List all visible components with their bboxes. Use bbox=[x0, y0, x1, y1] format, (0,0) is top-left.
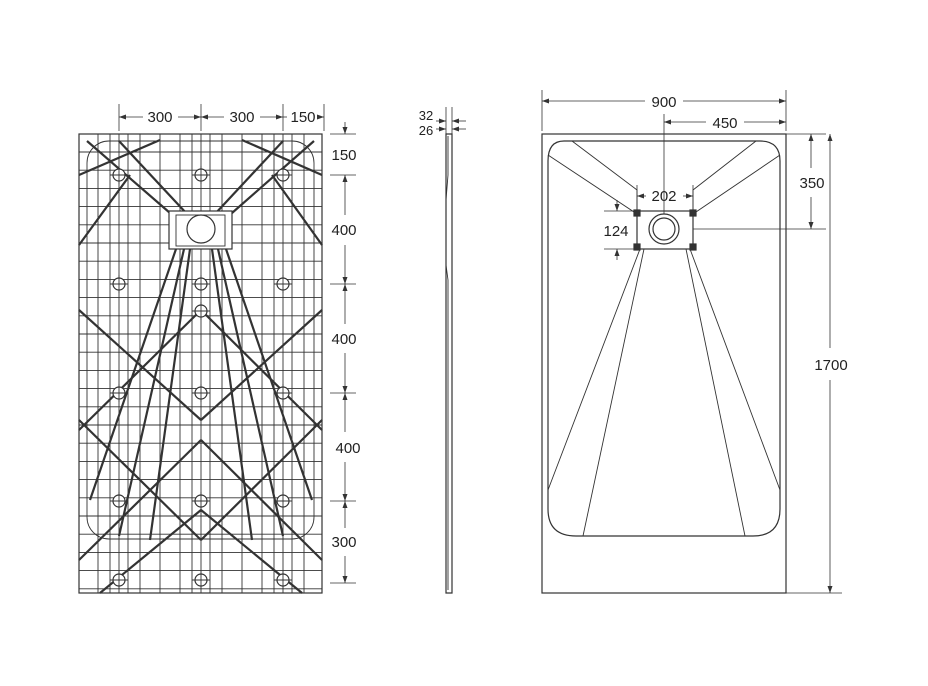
support-foot-icon bbox=[110, 492, 128, 510]
dim-side-thickness-32: 32 bbox=[419, 108, 433, 123]
support-foot-icon bbox=[274, 384, 292, 402]
dim-top-overall-length: 1700 bbox=[814, 357, 847, 374]
rib-diagonal bbox=[271, 174, 323, 246]
rib-diagonal bbox=[148, 248, 192, 541]
dim-bottom-v-1: 150 bbox=[331, 147, 356, 164]
dim-bottom-v-2: 400 bbox=[331, 222, 356, 239]
support-foot-icon bbox=[110, 571, 128, 589]
top-view-slope-right-top bbox=[692, 140, 781, 215]
support-foot-icon bbox=[110, 384, 128, 402]
support-foot-icon bbox=[110, 166, 128, 184]
top-view-basin bbox=[547, 140, 781, 537]
bottom-view: 300 300 150 150 400 400 400 300 bbox=[78, 104, 361, 594]
rib-diagonal bbox=[88, 248, 178, 501]
rib-diagonal bbox=[200, 419, 323, 541]
dim-bottom-h-2: 300 bbox=[229, 109, 254, 126]
dim-bottom-v-3: 400 bbox=[331, 331, 356, 348]
top-view-slope-left-top bbox=[547, 140, 638, 215]
bottom-view-outline bbox=[78, 133, 323, 594]
rib-diagonal bbox=[216, 248, 285, 537]
bottom-view-diagonal-ribs bbox=[78, 138, 323, 594]
bottom-view-feet bbox=[110, 166, 292, 589]
rib-diagonal bbox=[78, 309, 202, 431]
rib-diagonal bbox=[241, 138, 323, 177]
support-foot-icon bbox=[274, 166, 292, 184]
dim-top-overall-width: 900 bbox=[651, 94, 676, 111]
rib-diagonal bbox=[78, 439, 202, 561]
rib-diagonal bbox=[200, 309, 323, 431]
top-view-drain-inner bbox=[652, 217, 676, 241]
dim-top-drain-offset: 350 bbox=[799, 175, 824, 192]
rib-diagonal bbox=[200, 439, 323, 561]
support-foot-icon bbox=[192, 384, 210, 402]
support-foot-icon bbox=[192, 492, 210, 510]
top-view-drain-corner-br bbox=[689, 243, 697, 251]
top-view: 900 450 202 124 350 1700 bbox=[541, 90, 848, 594]
top-view-drain-corner-bl bbox=[633, 243, 641, 251]
dim-top-drain-width: 202 bbox=[651, 188, 676, 205]
support-foot-icon bbox=[274, 571, 292, 589]
side-view-profile bbox=[445, 133, 453, 594]
bottom-view-vertical-dimensions: 150 400 400 400 300 bbox=[330, 122, 361, 584]
rib-diagonal bbox=[224, 248, 314, 501]
dim-bottom-v-4: 400 bbox=[335, 440, 360, 457]
support-foot-icon bbox=[110, 275, 128, 293]
support-foot-icon bbox=[274, 492, 292, 510]
top-view-slope-right-bottom bbox=[685, 248, 781, 537]
rib-diagonal bbox=[200, 309, 323, 421]
dim-bottom-h-3: 150 bbox=[290, 109, 315, 126]
dim-side-thickness-26: 26 bbox=[419, 123, 433, 138]
bottom-view-drain-hole bbox=[186, 214, 216, 244]
rib-diagonal bbox=[78, 138, 161, 177]
rib-diagonal bbox=[210, 248, 254, 541]
side-view: 32 26 bbox=[419, 107, 466, 594]
rib-diagonal bbox=[78, 309, 202, 421]
top-view-drain-frame bbox=[636, 210, 694, 250]
support-foot-icon bbox=[192, 571, 210, 589]
rib-diagonal bbox=[78, 174, 131, 246]
bottom-view-horizontal-dimensions: 300 300 150 bbox=[118, 104, 325, 131]
support-foot-icon bbox=[192, 275, 210, 293]
rib-diagonal bbox=[117, 248, 186, 537]
support-foot-icon bbox=[192, 166, 210, 184]
dim-top-drain-height: 124 bbox=[603, 223, 628, 240]
rib-diagonal bbox=[78, 419, 202, 541]
dim-bottom-h-1: 300 bbox=[147, 109, 172, 126]
dim-top-half-width: 450 bbox=[712, 115, 737, 132]
side-view-slope-line bbox=[445, 136, 449, 590]
dim-bottom-v-5: 300 bbox=[331, 534, 356, 551]
support-foot-icon bbox=[274, 275, 292, 293]
top-view-slope-left-bottom bbox=[547, 248, 645, 537]
support-foot-icon bbox=[192, 302, 210, 320]
